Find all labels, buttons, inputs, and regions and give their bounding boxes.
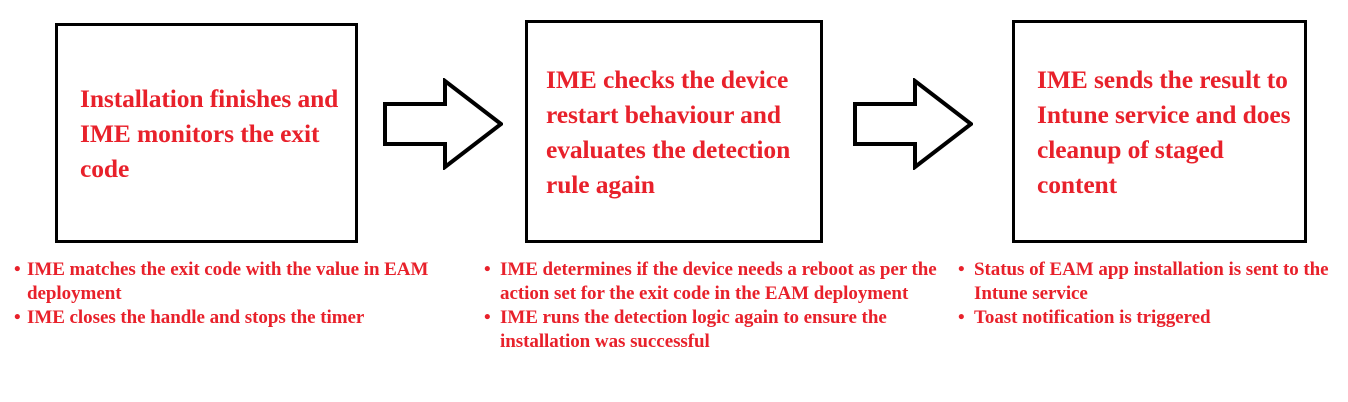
list-item: • Status of EAM app installation is sent… — [958, 258, 1348, 306]
bullet-icon: • — [958, 259, 965, 280]
bullet-icon: • — [484, 259, 491, 280]
stage-bullets-2: • IME determines if the device needs a r… — [484, 258, 944, 354]
bullet-text: IME determines if the device needs a reb… — [500, 259, 937, 304]
bullet-text: Status of EAM app installation is sent t… — [974, 259, 1329, 304]
bullet-icon: • — [14, 259, 21, 280]
list-item: • IME runs the detection logic again to … — [484, 306, 944, 354]
bullet-text: IME closes the handle and stops the time… — [27, 307, 365, 328]
bullet-text: Toast notification is triggered — [974, 307, 1211, 328]
stage-bullets-3: • Status of EAM app installation is sent… — [958, 258, 1348, 330]
stage-box-2: IME checks the device restart behaviour … — [525, 20, 823, 243]
stage-box-1-text: Installation finishes and IME monitors t… — [80, 83, 339, 183]
stage-box-1: Installation finishes and IME monitors t… — [55, 23, 358, 243]
bullet-text: IME runs the detection logic again to en… — [500, 307, 887, 352]
stage-box-2-text: IME checks the device restart behaviour … — [546, 64, 791, 199]
list-item: • IME matches the exit code with the val… — [14, 258, 444, 306]
bullet-icon: • — [958, 307, 965, 328]
stage-bullets-1: • IME matches the exit code with the val… — [14, 258, 444, 330]
right-block-arrow-icon-1 — [383, 78, 503, 170]
stage-box-3: IME sends the result to Intune service a… — [1012, 20, 1307, 243]
bullet-text: IME matches the exit code with the value… — [27, 259, 429, 304]
list-item: • IME determines if the device needs a r… — [484, 258, 944, 306]
list-item: • IME closes the handle and stops the ti… — [14, 306, 444, 330]
stage-box-3-text: IME sends the result to Intune service a… — [1037, 64, 1291, 199]
bullet-icon: • — [484, 307, 491, 328]
right-block-arrow-icon-2 — [853, 78, 973, 170]
bullet-icon: • — [14, 307, 21, 328]
list-item: • Toast notification is triggered — [958, 306, 1348, 330]
